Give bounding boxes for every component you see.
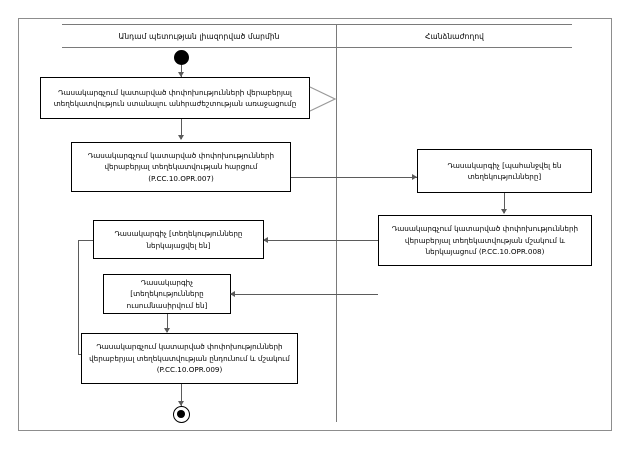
arrowhead-left-icon (263, 237, 268, 243)
swimlane-title-member-state: Անդամ պետության լիազորված մարմին (118, 31, 280, 41)
flow-state1-to-activity3 (504, 193, 505, 213)
activity-node-3-line-2: վերաբերյալ տեղեկատվության մշակում և (404, 235, 566, 245)
activity-node-3-text: Դասակարգչում կատարված փոփոխությունների վ… (386, 223, 584, 258)
state-node-1-line-1: Դասակարգիչ [պահանջվել են (447, 160, 562, 170)
swimlane-header-member-state: Անդամ պետության լիազորված մարմին (62, 25, 336, 48)
state-node-2: Դասակարգիչ [տեղեկությունները ներկայացվել… (93, 220, 264, 259)
state-node-2-line-1: Դասակարգիչ [տեղեկությունները (114, 229, 243, 238)
activity-node-4-text: Դասակարգչում կատարված փոփոխությունների վ… (83, 341, 296, 376)
flow-rail-vertical (78, 240, 79, 354)
activity-node-4-line-3: (P.CC.10.OPR.009) (156, 365, 223, 375)
activity-node-4-line-2: վերաբերյալ տեղեկատվության ընդունում և մշ… (89, 353, 290, 363)
flow-start-to-activity1 (181, 65, 182, 77)
arrowhead-down-icon (178, 135, 184, 140)
state-node-3-line-1: Դասակարգիչ (140, 277, 194, 287)
state-node-1-text: Դասակարգիչ [պահանջվել են տեղեկություններ… (442, 160, 568, 183)
final-node (173, 406, 190, 423)
flow-activity2-to-state1 (291, 177, 417, 178)
state-node-2-text: Դասակարգիչ [տեղեկությունները ներկայացվել… (109, 228, 249, 251)
activity-node-2-line-3: (P.CC.10.OPR.007) (148, 173, 214, 183)
arrowhead-down-icon (178, 401, 184, 406)
swimlane-member-state: Անդամ պետության լիազորված մարմին (62, 24, 337, 422)
activity-node-2-text: Դասակարգչում կատարված փոփոխությունների վ… (82, 150, 280, 185)
flow-activity4-to-end (181, 384, 182, 406)
state-node-1: Դասակարգիչ [պահանջվել են տեղեկություններ… (417, 149, 592, 193)
swimlane-container: Անդամ պետության լիազորված մարմին Հանձնաժ… (62, 24, 572, 422)
activity-node-4-line-1: Դասակարգչում կատարված փոփոխությունների (96, 342, 283, 352)
activity-node-1-line-2: տեղեկատվություն ստանալու անհրաժեշտության… (53, 99, 297, 108)
activity-node-2-line-1: Դասակարգչում կատարված փոփոխությունների (87, 150, 275, 160)
flow-state3-to-activity4 (167, 314, 168, 332)
activity-node-2-line-2: վերաբերյալ տեղեկատվության հարցում (104, 162, 258, 172)
activity-node-3-line-3: ներկայացում (P.CC.10.OPR.008) (425, 247, 545, 257)
arrowhead-down-icon (164, 328, 170, 333)
activity-node-1: Դասակարգչում կատարված փոփոխությունների վ… (40, 77, 310, 119)
arrowhead-down-icon (501, 209, 507, 214)
swimlane-header-commission: Հանձնաժողով (337, 25, 572, 48)
state-node-3-text: Դասակարգիչ [տեղեկությունները ուսումնասիր… (121, 277, 214, 312)
state-node-1-line-2: տեղեկությունները] (467, 172, 542, 181)
activity-node-4: Դասակարգչում կատարված փոփոխությունների վ… (81, 333, 298, 384)
state-node-2-line-2: ներկայացվել են] (146, 240, 211, 250)
arrowhead-left-icon (230, 291, 235, 297)
flow-state2-to-rail (78, 240, 93, 241)
state-node-3-line-2: [տեղեկությունները (130, 289, 204, 299)
activity-node-1-text: Դասակարգչում կատարված փոփոխությունների վ… (48, 87, 303, 110)
state-node-3: Դասակարգիչ [տեղեկությունները ուսումնասիր… (103, 274, 231, 314)
flow-activity1-to-activity2 (181, 119, 182, 139)
state-node-3-line-3: ուսումնասիրվում են] (126, 300, 208, 310)
arrowhead-down-icon (178, 72, 184, 77)
activity-node-3: Դասակարգչում կատարված փոփոխությունների վ… (378, 215, 592, 266)
activity-node-2: Դասակարգչում կատարված փոփոխությունների վ… (71, 142, 291, 192)
swimlane-commission: Հանձնաժողով (337, 24, 572, 422)
flow-activity3-to-state2 (264, 240, 378, 241)
decision-arrow-icon (309, 86, 337, 116)
initial-node (174, 50, 189, 65)
activity-node-3-line-1: Դասակարգչում կատարված փոփոխությունների (391, 224, 579, 234)
activity-node-1-line-1: Դասակարգչում կատարված փոփոխությունների վ… (58, 87, 292, 97)
flow-activity3-to-state3 (231, 294, 378, 295)
swimlane-title-commission: Հանձնաժողով (424, 31, 485, 41)
arrowhead-right-icon (412, 174, 417, 180)
